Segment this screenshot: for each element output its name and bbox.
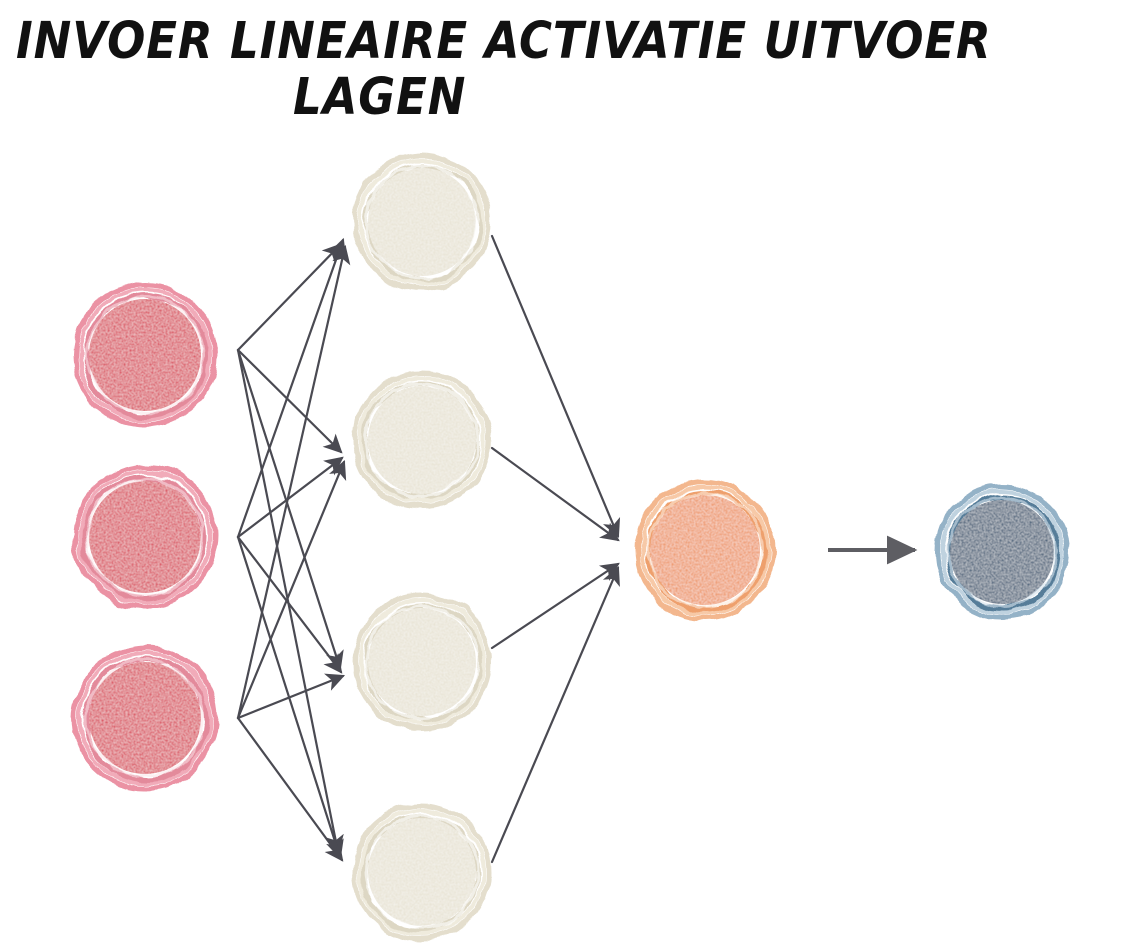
edge [236, 243, 342, 352]
edge [236, 244, 351, 720]
edge [236, 348, 343, 454]
layer-lineaire [352, 152, 492, 942]
edge [236, 535, 343, 674]
page-title-line-1: INVOER LINEAIRE ACTIVATIE UITVOER [16, 10, 992, 71]
edge [236, 456, 344, 539]
layer-invoer [72, 282, 218, 791]
node-lineaire-1[interactable] [352, 152, 492, 292]
edge [236, 459, 347, 720]
edge [490, 565, 620, 864]
edge [236, 673, 346, 720]
edge [236, 716, 344, 862]
node-lineaire-3[interactable] [352, 592, 492, 732]
edge [236, 237, 347, 539]
page-title-line-2: LAGEN [293, 66, 467, 127]
edge-group-lineaire-to-activatie [490, 234, 621, 864]
edge-group-invoer-to-lineaire [236, 237, 351, 862]
edge [236, 348, 344, 671]
layer-activatie [634, 479, 776, 621]
node-invoer-3[interactable] [72, 645, 218, 791]
edge [490, 562, 620, 650]
node-invoer-1[interactable] [72, 282, 218, 428]
layer-uitvoer [934, 484, 1070, 620]
node-lineaire-4[interactable] [352, 802, 492, 942]
node-lineaire-2[interactable] [352, 370, 492, 510]
edge [490, 446, 620, 542]
node-invoer-2[interactable] [72, 464, 218, 610]
edge [490, 234, 621, 539]
node-uitvoer-1[interactable] [934, 484, 1070, 620]
node-activatie-1[interactable] [634, 479, 776, 621]
